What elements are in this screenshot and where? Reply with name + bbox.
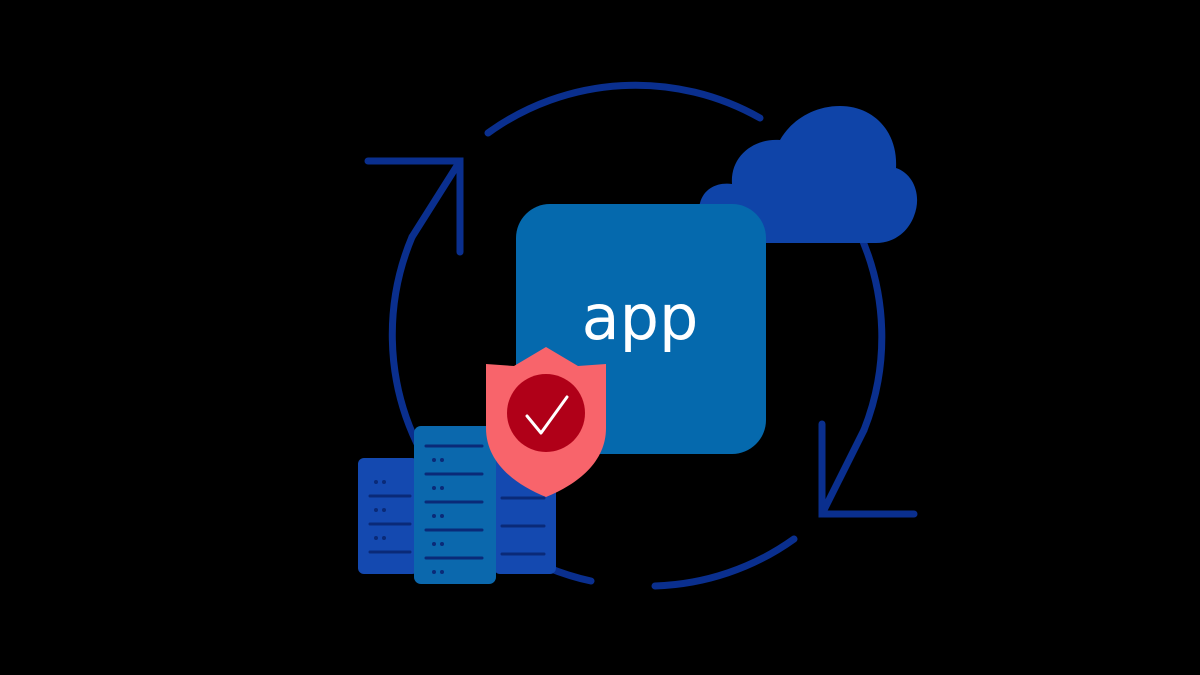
sync-arc-right — [854, 226, 886, 434]
check-icon — [525, 395, 569, 435]
arrow-bottom-right-icon — [818, 420, 918, 518]
server-rack-left — [358, 458, 418, 574]
arrow-top-left-shaft — [408, 157, 464, 241]
sync-arc-top — [484, 81, 764, 137]
cloud-icon — [698, 106, 918, 243]
server-rack-front — [414, 426, 496, 584]
app-label: app — [582, 281, 699, 354]
arrow-bottom-right-shaft — [818, 426, 868, 518]
shield-badge — [507, 374, 585, 452]
server-rack-details — [368, 444, 546, 574]
sync-arc-bottom — [651, 535, 798, 590]
security-shield-check-icon — [486, 347, 606, 497]
